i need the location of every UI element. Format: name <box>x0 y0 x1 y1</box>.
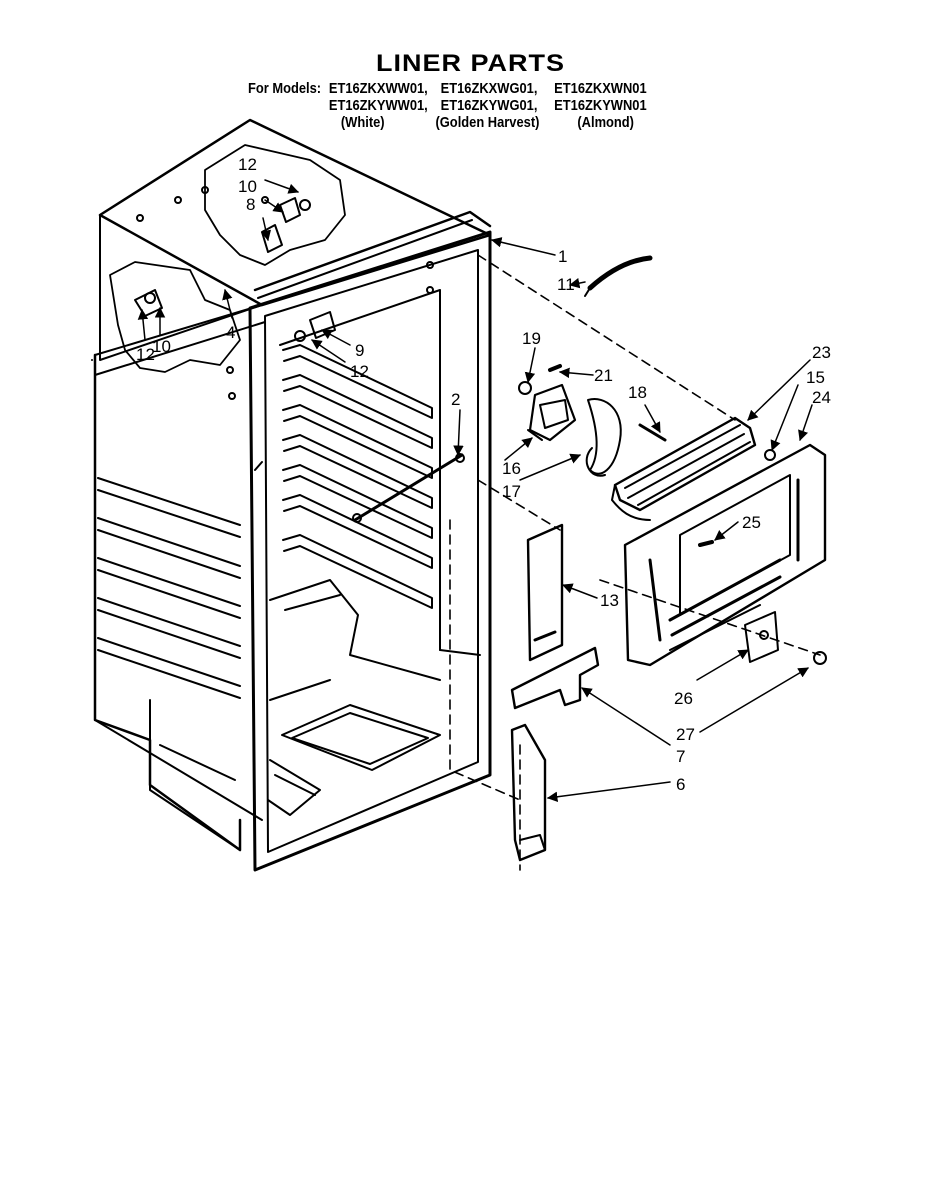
air-duct-panels <box>510 523 600 862</box>
callout-2: 2 <box>451 390 460 409</box>
color-golden-harvest: (Golden Harvest) <box>435 114 540 131</box>
assembly-lines <box>449 254 821 871</box>
callout-15: 15 <box>806 368 825 387</box>
callout-6: 6 <box>676 775 685 794</box>
liner-cabinet <box>91 118 492 872</box>
callout-16: 16 <box>502 459 521 478</box>
callout-12-top: 12 <box>238 155 257 174</box>
callout-11: 11 <box>557 275 575 294</box>
callout-4: 4 <box>226 323 235 342</box>
callout-10-top: 10 <box>238 177 257 196</box>
callout-10-left: 10 <box>152 337 171 356</box>
callout-23: 23 <box>812 343 831 362</box>
model-number: ET16ZKYWN01 <box>554 97 647 114</box>
callout-19: 19 <box>522 329 541 348</box>
callout-12-mid: 12 <box>350 362 369 381</box>
callout-8: 8 <box>246 195 255 214</box>
callout-1: 1 <box>558 247 567 266</box>
fan-motor-assembly <box>518 364 667 477</box>
model-number: ET16ZKXWN01 <box>554 80 647 97</box>
diagram-title: LINER PARTS <box>375 49 565 77</box>
model-number: ET16ZKXWG01, <box>440 80 538 97</box>
model-list: For Models: ET16ZKXWW01, ET16ZKXWG01, ET… <box>248 80 730 136</box>
callout-21: 21 <box>594 366 613 385</box>
color-almond: (Almond) <box>577 114 634 131</box>
callout-9: 9 <box>355 341 364 360</box>
callout-18: 18 <box>628 383 647 402</box>
callout-17: 17 <box>502 482 521 501</box>
color-white: (White) <box>340 114 385 131</box>
callout-leaders <box>137 179 813 802</box>
callout-24: 24 <box>812 388 831 407</box>
model-number: ET16ZKXWW01, <box>328 80 428 97</box>
model-number: ET16ZKYWW01, <box>328 97 428 114</box>
callout-26: 26 <box>674 689 693 708</box>
callout-25: 25 <box>742 513 761 532</box>
callout-12-left: 12 <box>136 345 155 364</box>
callout-numbers: 1 2 4 6 7 8 9 10 10 11 12 12 12 13 15 16… <box>136 155 831 794</box>
callout-7: 7 <box>676 747 685 766</box>
models-prefix: For Models: <box>248 80 322 97</box>
model-number: ET16ZKYWG01, <box>440 97 538 114</box>
callout-13: 13 <box>600 591 619 610</box>
callout-27: 27 <box>676 725 695 744</box>
wire-harness-part <box>584 255 653 297</box>
evaporator-cover-assembly <box>611 416 827 667</box>
